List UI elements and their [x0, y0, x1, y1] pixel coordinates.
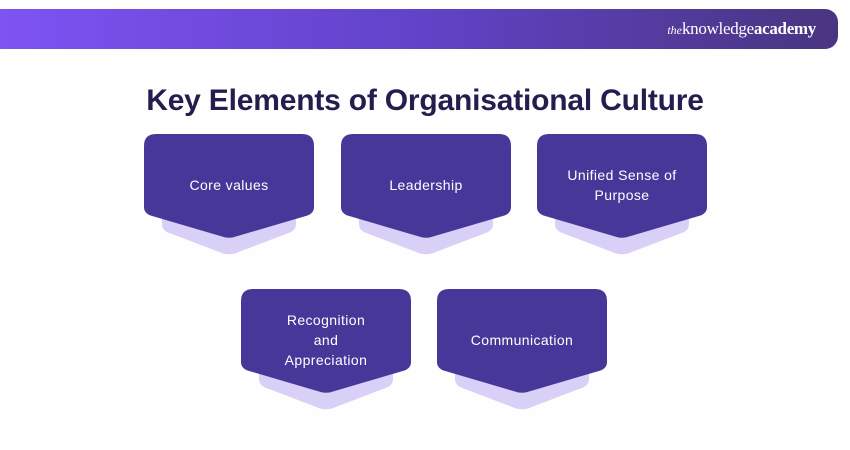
logo-academy: academy — [753, 19, 816, 38]
card-recognition-and-appreciation: Recognition and Appreciation — [241, 289, 411, 411]
card-core-values: Core values — [144, 134, 314, 256]
card-unified-sense-of-purpose: Unified Sense of Purpose — [537, 134, 707, 256]
card-shape — [537, 134, 707, 255]
card-shape — [437, 289, 607, 410]
card-shape — [341, 134, 511, 255]
page-title: Key Elements of Organisational Culture — [146, 84, 704, 118]
header-bar: theknowledgeacademy — [0, 9, 838, 49]
logo-knowledge: knowledge — [681, 19, 754, 38]
brand-logo: theknowledgeacademy — [667, 20, 816, 38]
card-shape — [241, 289, 411, 410]
card-communication: Communication — [437, 289, 607, 411]
logo-the: the — [667, 23, 682, 37]
card-leadership: Leadership — [341, 134, 511, 256]
card-shape — [144, 134, 314, 255]
